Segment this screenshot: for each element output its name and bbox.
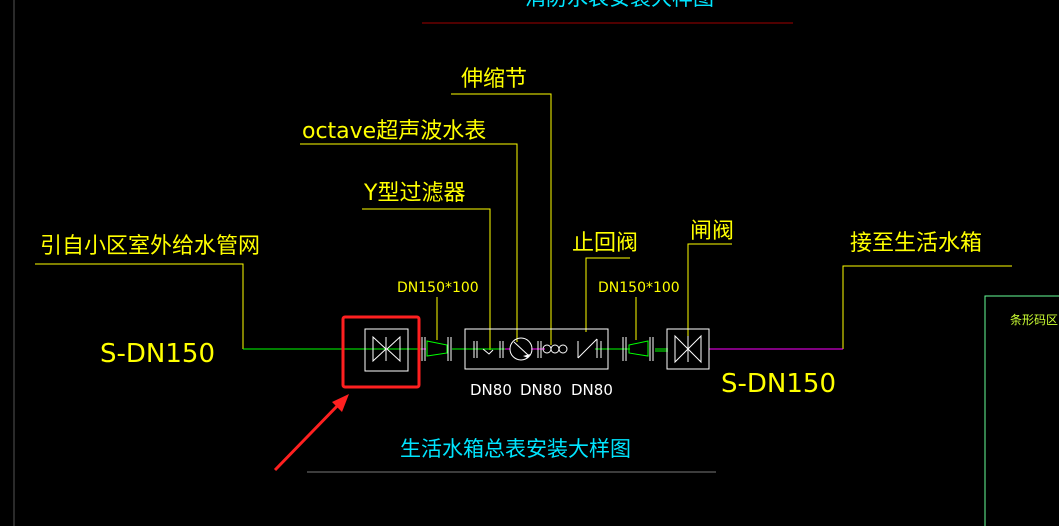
gate-valve-1[interactable]	[364, 328, 409, 372]
label-pipe-out: S-DN150	[721, 369, 836, 399]
leader-check-valve	[585, 257, 630, 332]
bottom-title: 生活水箱总表安装大样图	[400, 437, 631, 461]
leader-destination	[842, 265, 1012, 349]
check-valve-symbol	[577, 338, 602, 359]
leader-ultrasonic-meter	[300, 143, 518, 342]
highlight-box	[341, 315, 421, 389]
label-reducer-1: DN150*100	[397, 280, 479, 296]
label-check-valve: 止回阀	[572, 231, 638, 256]
leader-gate-valve	[687, 243, 732, 348]
leader-y-filter	[362, 208, 491, 350]
label-y-filter: Y型过滤器	[363, 181, 465, 206]
label-reducer-2: DN150*100	[598, 280, 680, 296]
reducer-2	[622, 337, 654, 361]
label-ultrasonic-meter: octave超声波水表	[302, 119, 486, 144]
label-expansion-joint: 伸缩节	[461, 67, 527, 92]
gate-valve-2[interactable]	[666, 328, 710, 370]
label-destination: 接至生活水箱	[850, 231, 982, 256]
leader-source	[35, 263, 244, 349]
top-title: 消防水表安装大样图	[525, 0, 714, 10]
expansion-joint-symbol	[537, 341, 568, 358]
ultrasonic-meter-symbol	[509, 337, 533, 361]
label-source: 引自小区室外给水管网	[40, 234, 260, 259]
barcode-area-label: 条形码区	[1010, 313, 1058, 327]
label-pipe-in: S-DN150	[100, 339, 215, 369]
reducer-1	[421, 337, 452, 361]
leader-expansion-joint	[451, 93, 552, 345]
y-filter-symbol	[473, 341, 504, 358]
label-dn-3: DN80	[571, 381, 613, 399]
label-dn-2: DN80	[520, 381, 562, 399]
meter-assembly-box	[464, 328, 609, 370]
label-dn-1: DN80	[470, 381, 512, 399]
supply-pipe	[243, 348, 668, 352]
label-gate-valve: 闸阀	[690, 219, 734, 244]
red-arrow	[273, 394, 349, 472]
barcode-area-frame	[984, 295, 1059, 526]
